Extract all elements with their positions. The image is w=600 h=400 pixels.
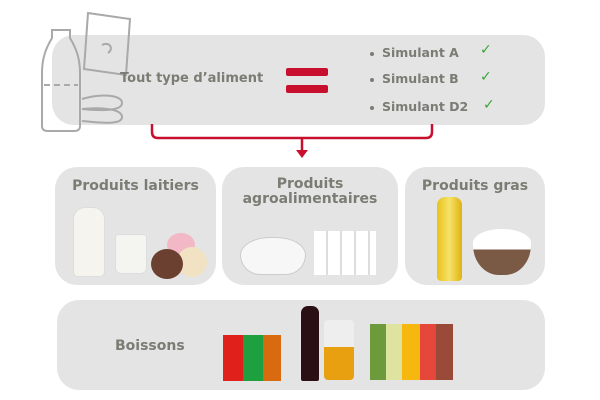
check-icon: ✓ bbox=[480, 42, 492, 58]
all-food-label: Tout type d’aliment bbox=[120, 71, 264, 86]
fatty-title: Produits gras bbox=[421, 178, 529, 194]
equals-sign-bar bbox=[286, 85, 328, 93]
check-icon: ✓ bbox=[483, 97, 495, 113]
cream-bowl-icon bbox=[473, 229, 531, 275]
dairy-panel: Produits laitiers bbox=[55, 167, 216, 285]
ice-cream-scoop-chocolate bbox=[151, 249, 183, 279]
equals-sign bbox=[286, 68, 328, 76]
yogurt-icon bbox=[115, 234, 147, 274]
drinks-title: Boissons bbox=[115, 338, 185, 354]
check-icon: ✓ bbox=[480, 69, 492, 85]
bracket-arrow bbox=[150, 124, 434, 158]
flour-bowl-icon bbox=[240, 237, 306, 275]
wine-bottle-icon bbox=[301, 306, 319, 381]
simulant-b: Simulant B bbox=[370, 71, 459, 86]
soda-cans-icon bbox=[223, 335, 281, 381]
simulant-d2: Simulant D2 bbox=[370, 99, 468, 114]
whisky-carafe-icon bbox=[324, 320, 354, 380]
fatty-panel: Produits gras bbox=[405, 167, 545, 285]
oil-bottle-icon bbox=[437, 197, 462, 281]
drinks-panel: Boissons bbox=[57, 300, 545, 390]
food-outline-icon bbox=[41, 11, 132, 132]
dairy-title: Produits laitiers bbox=[72, 178, 199, 194]
top-panel bbox=[52, 35, 545, 125]
sugar-cubes-icon bbox=[314, 231, 376, 275]
juice-bottles-icon bbox=[370, 324, 453, 380]
simulant-a: Simulant A bbox=[370, 45, 459, 60]
milk-bottle-icon bbox=[73, 207, 105, 277]
